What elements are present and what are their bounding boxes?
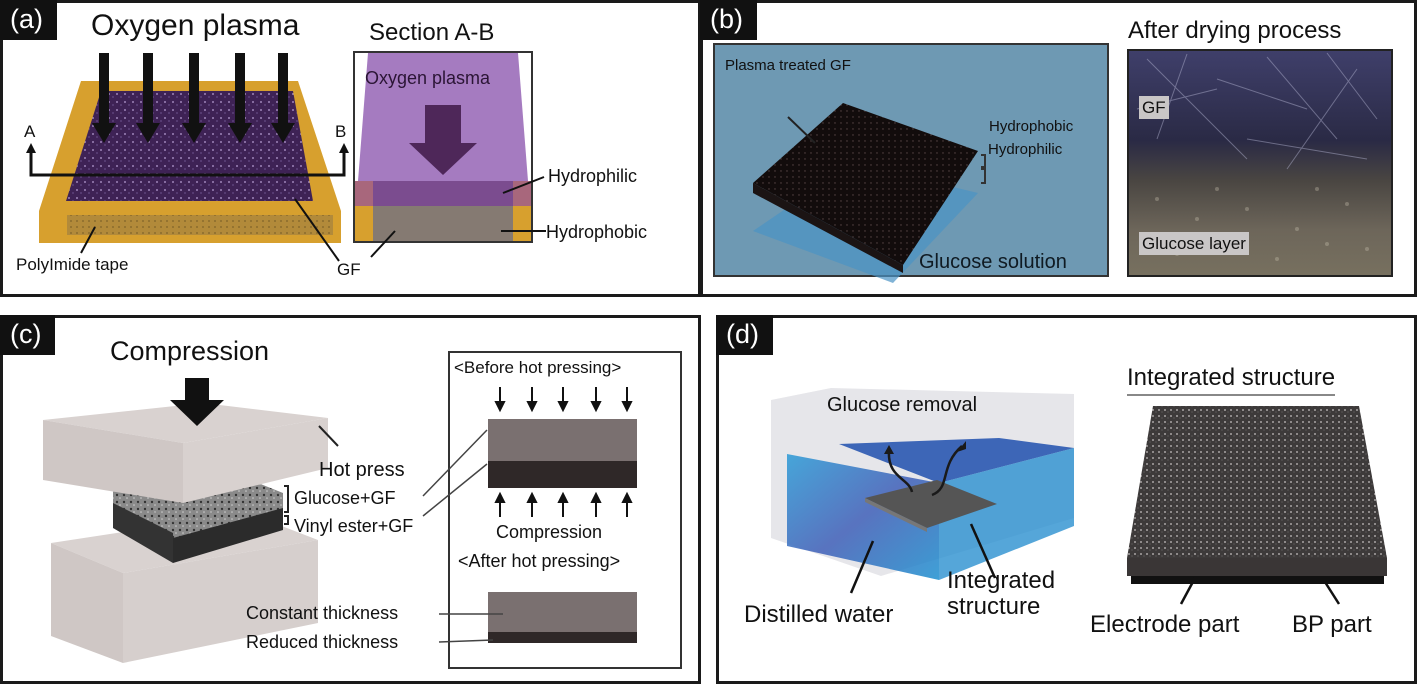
panel-b: (b) Plasma treated GF Hydrophobic Hydrop… [700, 0, 1417, 297]
panel-b-tag: (b) [700, 0, 757, 40]
arrow-down-icon [182, 53, 206, 143]
label-hot-press: Hot press [319, 459, 405, 481]
label-bp-part: BP part [1292, 611, 1372, 638]
label-b-hydrophilic: Hydrophilic [988, 141, 1063, 158]
arrow-up-icon [26, 143, 36, 153]
label-b-hydrophobic: Hydrophobic [989, 118, 1074, 135]
arrow-down-icon [621, 387, 633, 413]
label-electrode-part: Electrode part [1090, 611, 1240, 638]
section-a-b-illustration [353, 51, 533, 243]
section-a-b-title: Section A-B [369, 19, 495, 46]
label-glucose-layer: Glucose layer [1139, 232, 1249, 255]
label-glucose-removal: Glucose removal [827, 394, 978, 416]
arrow-up-icon [526, 491, 538, 517]
label-glucose-gf: Glucose+GF [294, 488, 396, 508]
compression-arrow-icon [170, 378, 224, 426]
hydrophilic-layer [355, 181, 531, 206]
arrow-down-icon [590, 387, 602, 413]
integrated-plate [865, 480, 997, 528]
bp-part [1131, 576, 1384, 584]
section-line-a-b [29, 151, 346, 177]
panel-c: (c) Compression Hot press G [0, 315, 701, 684]
label-vinyl-ester-gf: Vinyl ester+GF [294, 516, 414, 536]
plasma-arrows [26, 53, 349, 262]
panel-a: (a) Oxygen plasma [0, 0, 701, 297]
before-glucose-layer [488, 419, 637, 461]
hot-pressing-inset [448, 351, 682, 669]
gf-front-side [67, 215, 333, 235]
arrow-down-icon [228, 53, 252, 143]
gf-substrate-illustration [39, 81, 341, 243]
after-vinyl-layer [488, 632, 637, 643]
big-arrow-down-icon [409, 105, 477, 175]
panel-d-tag: (d) [716, 315, 773, 355]
integrated-structure-title: Integrated structure [1127, 366, 1336, 396]
label-integrated-structure-text: Integrated structure [947, 567, 1056, 621]
label-hydrophobic: Hydrophobic [546, 222, 648, 242]
hot-press-illustration [43, 378, 339, 663]
label-constant-thickness: Constant thickness [246, 603, 399, 623]
label-b: B [335, 122, 347, 141]
section-leaders [370, 176, 546, 258]
arrow-down-icon [136, 53, 160, 143]
label-hydrophilic: Hydrophilic [548, 166, 638, 186]
tape-right [513, 206, 531, 241]
before-vinyl-layer [488, 461, 637, 488]
hydrophobic-layer [355, 206, 531, 241]
label-after-hot-pressing: <After hot pressing> [458, 551, 621, 571]
plasma-treated-gf-illustration [753, 103, 986, 283]
arrow-up-icon [957, 441, 966, 452]
water-front-left [787, 454, 939, 580]
after-glucose-layer [488, 592, 637, 632]
arrow-up-icon [621, 491, 633, 517]
arrow-down-icon [271, 53, 295, 143]
structure-top [1127, 406, 1387, 558]
label-distilled-water: Distilled water [744, 601, 894, 628]
arrow-down-icon [494, 387, 506, 413]
arrow-up-icon [494, 491, 506, 517]
panel-a-tag: (a) [0, 0, 57, 40]
electrode-part [1127, 558, 1387, 576]
arrow-up-icon [339, 143, 349, 153]
label-plasma-treated-gf: Plasma treated GF [725, 57, 851, 74]
label-gf: GF [337, 260, 361, 279]
label-glucose-solution: Glucose solution [919, 251, 1067, 273]
label-integrated-structure: Integrated structure [947, 567, 1077, 621]
arrow-up-icon [557, 491, 569, 517]
label-inset-compression: Compression [496, 522, 603, 542]
tape-left [355, 206, 373, 241]
glucose-removal-illustration [771, 388, 1074, 594]
panel-c-tag: (c) [0, 315, 56, 355]
label-before-hot-pressing: <Before hot pressing> [454, 358, 622, 377]
section-oxygen-plasma-label: Oxygen plasma [365, 68, 491, 88]
oxygen-plasma-title: Oxygen plasma [91, 9, 300, 42]
water-back [839, 438, 1074, 483]
arrow-up-icon [590, 491, 602, 517]
compression-title: Compression [110, 336, 270, 366]
label-a: A [24, 122, 36, 141]
panel-d: (d) Glucose removal Distilled water I [716, 315, 1417, 684]
arrow-down-icon [557, 387, 569, 413]
water-front-right [939, 448, 1074, 580]
label-polyimide-tape: PolyImide tape [16, 255, 129, 274]
arrow-down-icon [92, 53, 116, 143]
arrow-down-icon [526, 387, 538, 413]
inset-illustration [422, 387, 637, 643]
arrow-up-icon [884, 445, 894, 454]
after-drying-title: After drying process [1128, 17, 1342, 44]
gf-block [753, 103, 978, 265]
label-dried-gf: GF [1139, 96, 1169, 119]
label-reduced-thickness: Reduced thickness [246, 632, 399, 652]
integrated-structure-illustration [1127, 406, 1387, 605]
